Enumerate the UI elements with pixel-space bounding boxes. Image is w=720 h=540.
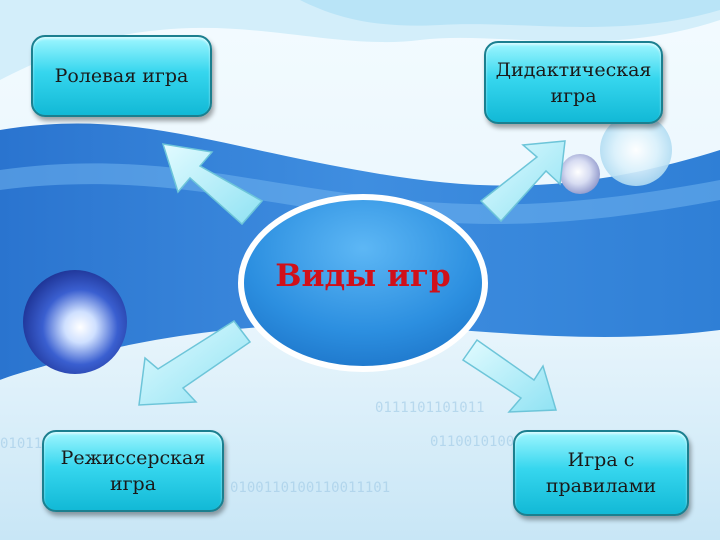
node-director-line1: Режиссерская	[60, 447, 206, 469]
bg-texture-digits: 0111101101011	[375, 400, 485, 416]
node-role-play: Ролевая игра	[31, 35, 212, 117]
center-ellipse	[238, 194, 488, 372]
node-didactic-line1: Дидактическая	[495, 58, 652, 81]
decorative-sphere-top-right	[600, 114, 672, 186]
node-role-play-label: Ролевая игра	[54, 65, 189, 87]
node-director-game: Режиссерская игра	[42, 430, 224, 512]
node-didactic-game: Дидактическая игра	[484, 41, 663, 124]
node-director-line2: игра	[109, 473, 157, 495]
arrow-to-bottom-left	[138, 319, 252, 406]
node-rules-line1: Игра с	[567, 449, 635, 471]
node-rules-game: Игра с правилами	[513, 430, 689, 516]
arrow-to-top-right	[479, 140, 566, 223]
svg-text:0110010100100: 0110010100100	[430, 434, 540, 450]
svg-text:01011: 01011	[0, 436, 42, 452]
svg-text:0100110100110011101: 0100110100110011101	[230, 480, 390, 496]
decorative-sphere-small	[560, 154, 600, 194]
arrow-to-top-left	[161, 143, 264, 226]
node-rules-line2: правилами	[545, 475, 657, 497]
center-title: Виды игр	[275, 258, 451, 294]
node-didactic-line2: игра	[550, 84, 597, 107]
decorative-sphere-large	[23, 270, 127, 374]
arrow-to-bottom-right	[461, 338, 557, 413]
